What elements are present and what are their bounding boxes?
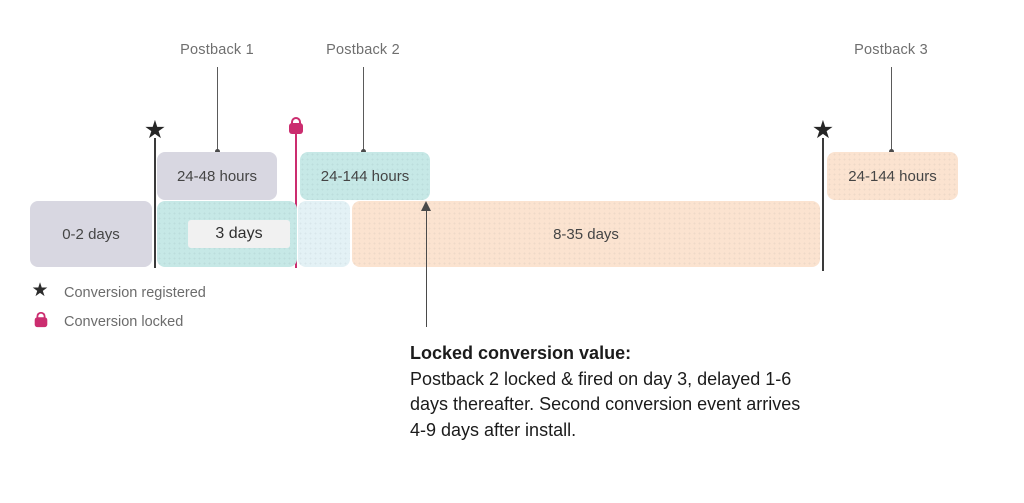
annotation-title: Locked conversion value: (410, 343, 632, 363)
lock-event-line (295, 134, 297, 268)
lock-body (34, 317, 48, 328)
bar-label: 24-144 hours (848, 167, 937, 185)
postback-2-connector-line (360, 67, 366, 154)
annotation-arrow-line (425, 210, 428, 327)
postback-2-label: Postback 2 (326, 42, 400, 58)
lock-shackle (291, 117, 301, 127)
bar-lock-delay-window (298, 201, 350, 267)
bar-label: 24-48 hours (176, 167, 258, 185)
bar-label: 8-35 days (553, 225, 619, 243)
annotation-arrow-head (421, 201, 431, 211)
postback-3-label: Postback 3 (854, 42, 928, 58)
bar-24-48-hours: 24-48 hours (157, 152, 277, 200)
bar-0-2-days: 0-2 days (30, 201, 152, 267)
annotation-text: Locked conversion value: Postback 2 lock… (410, 341, 910, 443)
star-icon: ★ (31, 280, 49, 301)
star-icon: ★ (143, 116, 167, 144)
annotation-line: days thereafter. Second conversion event… (410, 394, 801, 414)
bar-24-144-hours-postback3: 24-144 hours (827, 152, 958, 200)
bar-24-144-hours-postback2: 24-144 hours (300, 152, 430, 200)
lock-icon (289, 117, 303, 134)
legend-conversion-registered: Conversion registered (64, 285, 206, 301)
bar-label: 0-2 days (62, 225, 120, 243)
bar-label: 3 days (215, 225, 263, 242)
postback-1-connector-line (214, 67, 220, 154)
postback-3-connector-line (888, 67, 894, 154)
annotation-line: 4-9 days after install. (410, 419, 577, 440)
lock-icon (34, 311, 48, 328)
bar-3-days: 3 days (188, 220, 290, 248)
bar-label: 24-144 hours (320, 167, 410, 185)
bar-8-35-days: 8-35 days (352, 201, 820, 267)
conversion-1-event-line (154, 138, 156, 268)
conversion-2-event-line (822, 138, 824, 271)
lock-body (289, 123, 303, 134)
connector-dot (214, 149, 220, 154)
annotation-line: Postback 2 locked & fired on day 3, dela… (410, 368, 792, 389)
star-icon: ★ (811, 116, 835, 144)
legend-conversion-locked: Conversion locked (64, 314, 184, 330)
bar-3-days-window: 3 days (157, 201, 297, 267)
connector-dot (360, 149, 366, 154)
connector-dot (888, 149, 894, 154)
postback-1-label: Postback 1 (180, 42, 254, 58)
lock-shackle (36, 311, 46, 321)
